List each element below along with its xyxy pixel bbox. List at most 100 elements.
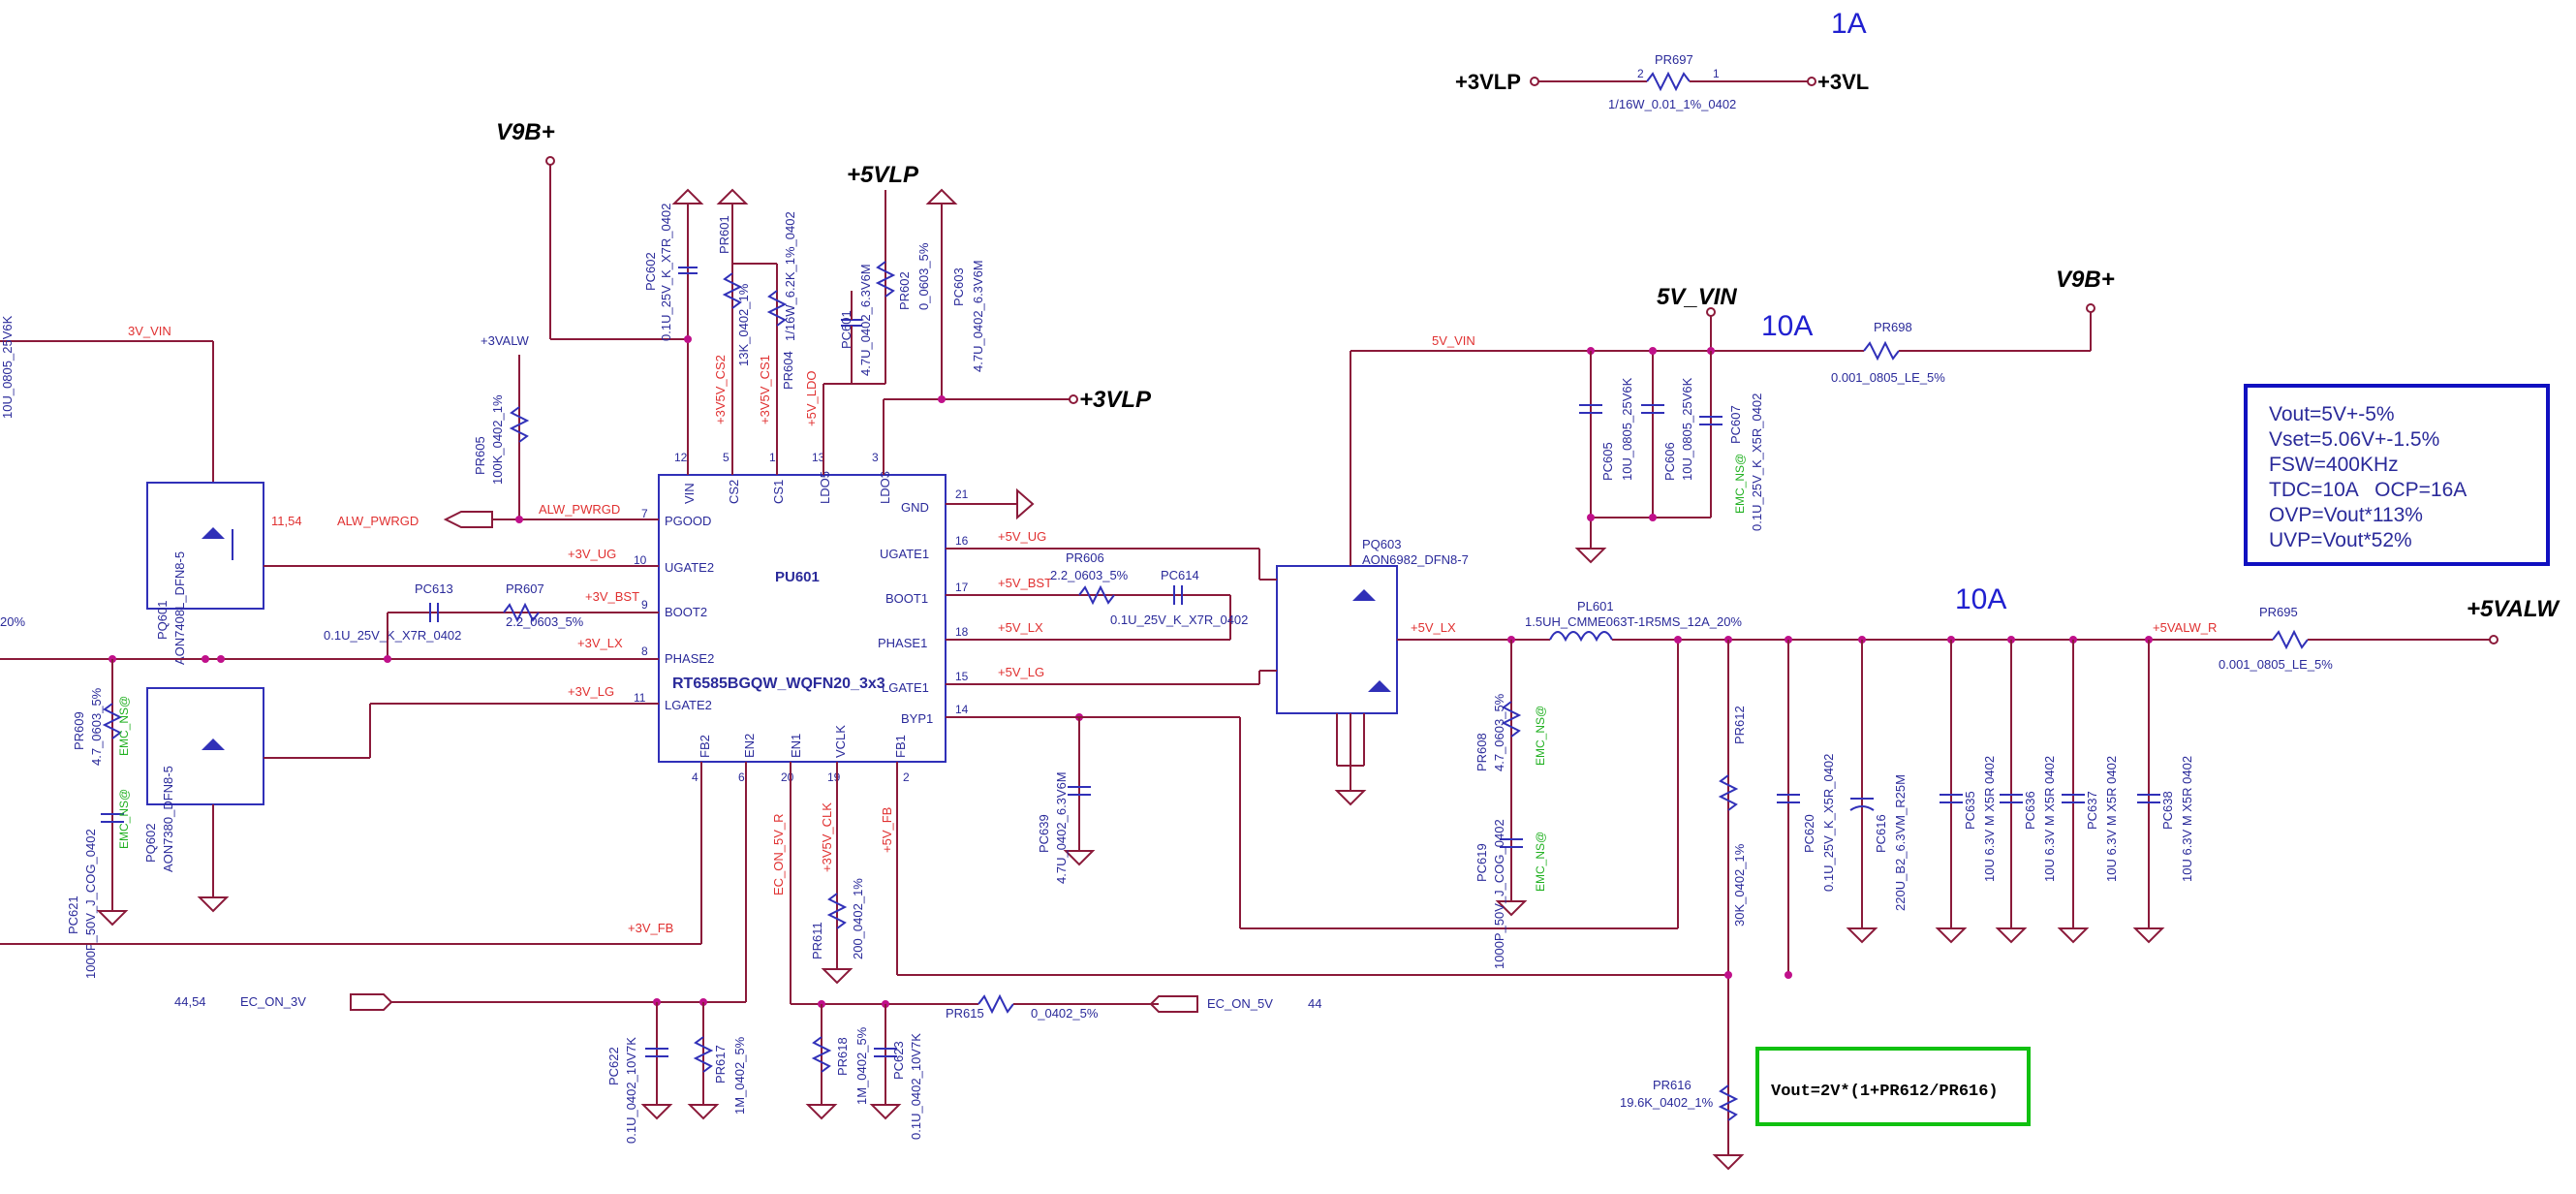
pc605-ref: PC605: [1600, 442, 1615, 481]
ic-part: RT6585BGQW_WQFN20_3x3: [672, 676, 885, 692]
net-3v-fb: +3V_FB: [628, 921, 673, 935]
pc621-ref: PC621: [66, 896, 80, 934]
power-net-3vlp: +3VLP: [1079, 387, 1152, 413]
connector-3vl: [1807, 77, 1816, 86]
pc613-value: 0.1U_25V_K_X7R_0402: [324, 628, 461, 643]
pq603-value: AON6982_DFN8-7: [1362, 552, 1469, 567]
svg-text:LDO5: LDO5: [818, 471, 832, 504]
v9b-vin-net: V9B+: [496, 119, 692, 436]
ec-on-3v-ref: 44,54: [174, 994, 206, 1009]
emc-label-3: EMC_NS@: [1733, 454, 1747, 514]
svg-text:8: 8: [641, 644, 648, 658]
power-net-5valw: +5VALW: [2467, 596, 2560, 622]
pr606-value: 2.2_0603_5%: [1050, 568, 1129, 582]
spec-line-1: Vout=5V+-5%: [2269, 403, 2395, 425]
svg-text:5: 5: [723, 451, 729, 464]
net-5v-ug: +5V_UG: [998, 529, 1046, 544]
net-ec-on-5v-r: EC_ON_5V_R: [771, 813, 786, 896]
net-3v5v-cs2: +3V5V_CS2: [713, 355, 728, 424]
svg-text:VCLK: VCLK: [833, 725, 848, 758]
pl601-value: 1.5UH_CMME063T-1R5MS_12A_20%: [1525, 614, 1742, 629]
net-alw-pwrgd-ref: 11,54: [271, 514, 302, 528]
svg-text:10: 10: [634, 553, 647, 567]
pc614-value: 0.1U_25V_K_X7R_0402: [1110, 613, 1248, 627]
svg-text:LGATE2: LGATE2: [665, 698, 712, 712]
pr618-value: 1M_0402_5%: [854, 1026, 869, 1105]
pr618-ref: PR618: [835, 1037, 850, 1076]
svg-text:16: 16: [955, 534, 969, 548]
net-5v-vin: 5V_VIN: [1432, 333, 1475, 348]
ec-on-3v-section: 44,54 EC_ON_3V PC622 0.1U_0402_10V7K PR6…: [174, 799, 747, 1144]
pr601-value: 13K_0402_1%: [736, 283, 751, 366]
formula-box: Vout=2V*(1+PR612/PR616): [1755, 1047, 2031, 1126]
pc601-value: 4.7U_0402_6.3V6M: [858, 264, 873, 376]
pr697-group: 1A +3VLP +3VL PR697 1/16W_0.01_1%_0402 2…: [1455, 8, 1869, 111]
svg-text:14: 14: [955, 703, 969, 716]
pc616-value: 220U_B2_6.3VM_R25M: [1893, 774, 1908, 911]
en1-vclk-section: EC_ON_5V_R PR615 0_0402_5% EC_ON_5V 44 P…: [771, 799, 1728, 1140]
pc601-ref: PC601: [839, 310, 853, 349]
svg-text:11: 11: [634, 691, 646, 705]
pc635-ref: PC635: [1963, 791, 1977, 830]
formula-text: Vout=2V*(1+PR612/PR616): [1771, 1083, 1999, 1101]
pc605-value: 10U_0805_25V6K: [1620, 377, 1634, 481]
net-5valw-r: +5VALW_R: [2153, 620, 2217, 635]
spec-line-3: FSW=400KHz: [2269, 454, 2399, 476]
pc623-ref: PC623: [891, 1041, 906, 1080]
net-5v-lg: +5V_LG: [998, 665, 1044, 679]
ec-on-5v-ref: 44: [1308, 996, 1321, 1011]
pc637-value: 10U 6.3V M X5R 0402: [2104, 756, 2119, 882]
ec-on-5v-label: EC_ON_5V: [1207, 996, 1273, 1011]
svg-text:2: 2: [1637, 67, 1644, 80]
power-net-3vl: +3VL: [1817, 70, 1869, 94]
pc603-value: 4.7U_0402_6.3V6M: [971, 260, 985, 372]
pr607-value: 2.2_0603_5%: [506, 614, 584, 629]
svg-text:EN1: EN1: [789, 734, 803, 758]
pc639-value: 4.7U_0402_6.3V6M: [1054, 771, 1069, 884]
pr606-ref: PR606: [1066, 550, 1104, 565]
pc638-ref: PC638: [2160, 791, 2175, 830]
net-alw-pwrgd: ALW_PWRGD: [539, 502, 620, 517]
svg-text:UGATE2: UGATE2: [665, 560, 714, 575]
net-3v5v-clk: +3V5V_CLK: [820, 802, 834, 872]
net-5v-ldo: +5V_LDO: [804, 371, 819, 426]
svg-text:9: 9: [641, 598, 648, 612]
left-3v-section: 3V_VIN 10U_0805_25V6K +3VALW PR605 100K_…: [0, 315, 702, 979]
pr617-ref: PR617: [713, 1045, 728, 1084]
pr615-ref: PR615: [946, 1006, 984, 1021]
emc-label-1: EMC_NS@: [117, 696, 131, 756]
pr602-value: 0_0603_5%: [916, 242, 931, 310]
spec-line-4: TDC=10A OCP=16A: [2269, 479, 2467, 501]
pc623-value: 0.1U_0402_10V7K: [909, 1033, 923, 1140]
svg-text:PHASE2: PHASE2: [665, 651, 714, 666]
svg-text:BOOT1: BOOT1: [885, 591, 928, 606]
pc636-value: 10U 6.3V M X5R 0402: [2042, 756, 2057, 882]
ic-pu601: PU601 RT6585BGQW_WQFN20_3x3 PGOOD UGATE2…: [634, 451, 969, 784]
svg-text:FB2: FB2: [698, 735, 712, 758]
svg-text:CS1: CS1: [771, 480, 786, 504]
pr601-ref: PR601: [717, 215, 731, 254]
power-net-3vlp-top: +3VLP: [1455, 70, 1521, 94]
svg-text:21: 21: [955, 487, 969, 501]
pr695-value: 0.001_0805_LE_5%: [2219, 657, 2333, 672]
power-net-v9b-top: V9B+: [496, 119, 555, 145]
net-3v-vin: 3V_VIN: [128, 324, 171, 338]
pq601-value: AON7408L_DFN8-5: [172, 551, 187, 665]
svg-text:15: 15: [955, 670, 969, 683]
spec-box: Vout=5V+-5% Vset=5.06V+-1.5% FSW=400KHz …: [2244, 384, 2550, 566]
pc614-ref: PC614: [1161, 568, 1199, 582]
power-net-5v-vin: 5V_VIN: [1657, 284, 1737, 310]
pr615-value: 0_0402_5%: [1031, 1006, 1099, 1021]
pc607-value: 0.1U_25V_K_X5R_0402: [1750, 393, 1764, 531]
emc-label-4: EMC_NS@: [1534, 706, 1547, 766]
pc602-value: 0.1U_25V_K_X7R_0402: [659, 204, 673, 341]
pr604-value: 1/16W_6.2K_1%_0402: [783, 211, 797, 341]
svg-text:LDO3: LDO3: [878, 471, 892, 504]
pr605-ref: PR605: [473, 436, 487, 475]
svg-text:7: 7: [641, 507, 648, 520]
pc620-value: 0.1U_25V_K_X5R_0402: [1821, 754, 1836, 892]
svg-text:BYP1: BYP1: [901, 711, 933, 726]
pc607-ref: PC607: [1728, 405, 1743, 444]
pc-left-value: 10U_0805_25V6K: [0, 315, 15, 419]
